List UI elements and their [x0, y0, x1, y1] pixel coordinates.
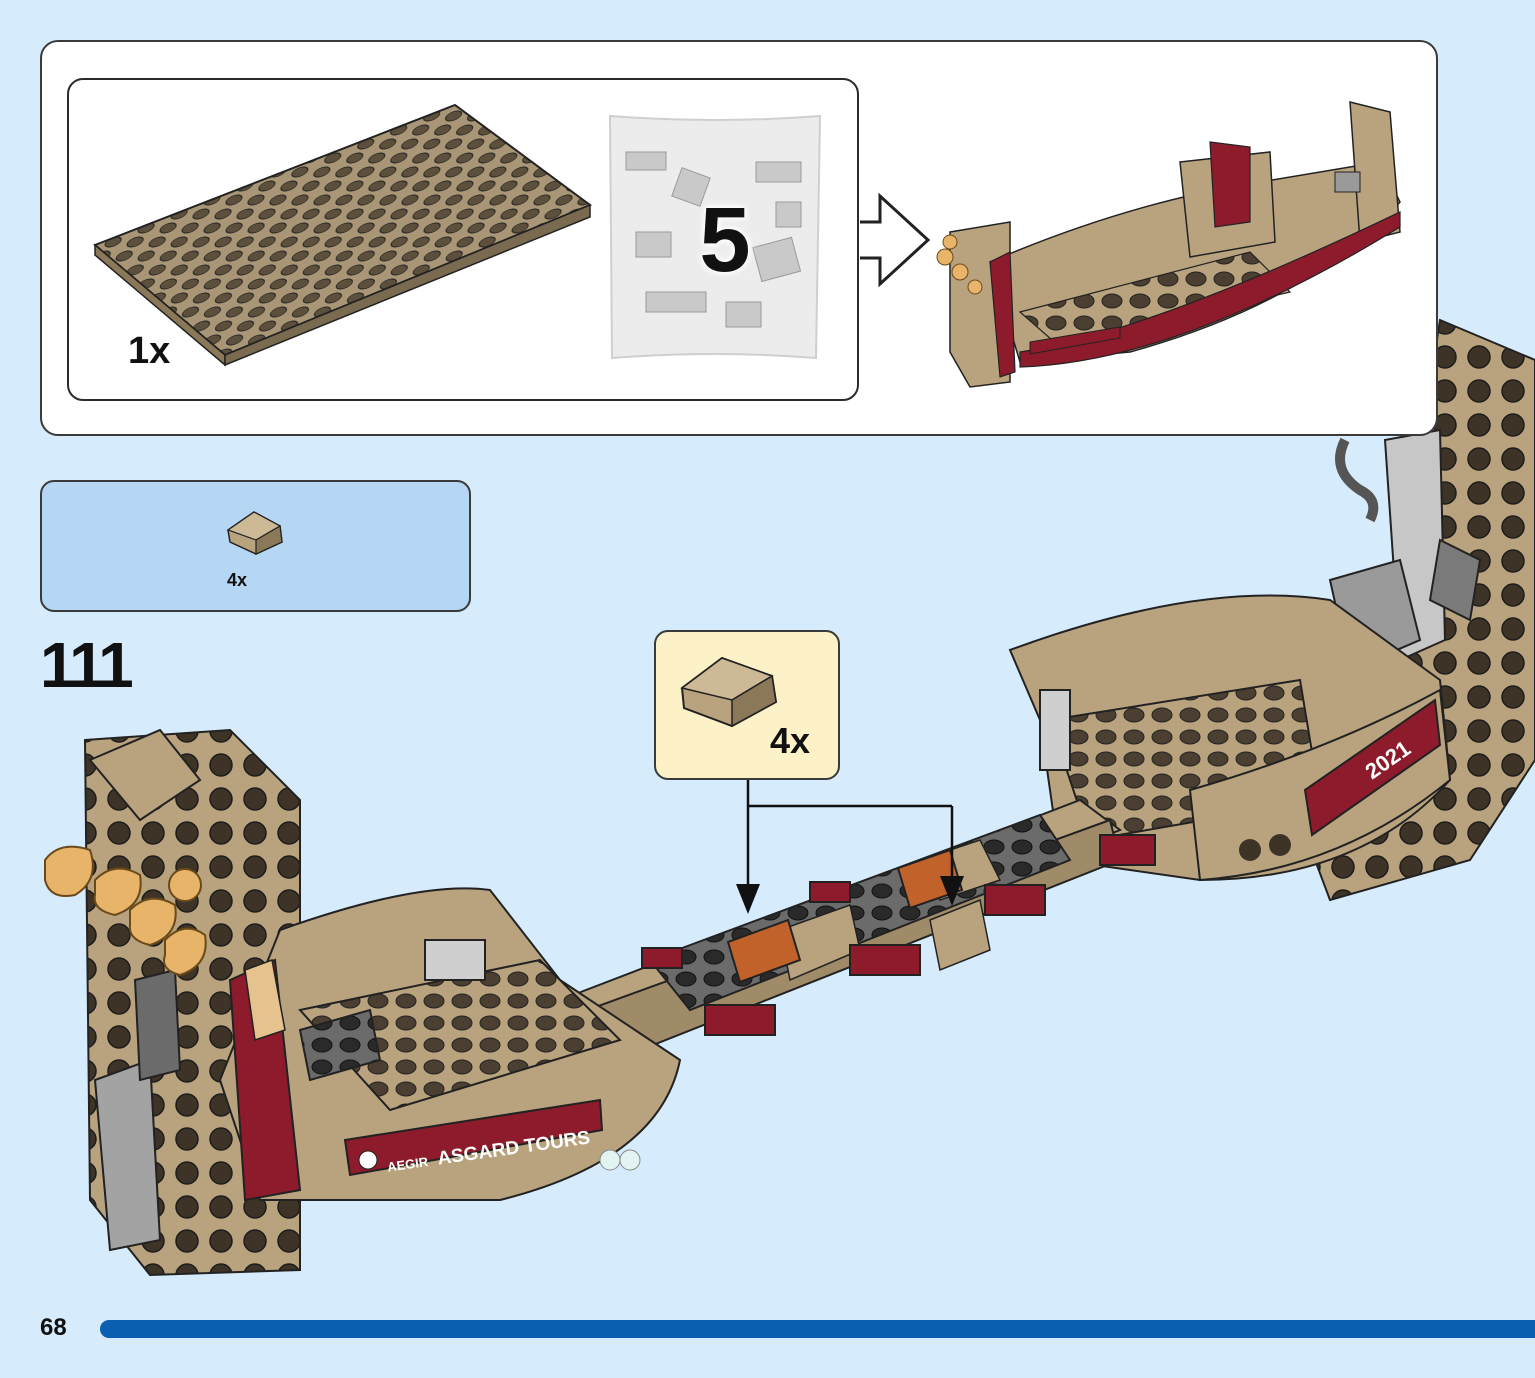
hull-banner-left-prefix: AEGIR	[386, 1154, 429, 1175]
callout-arrow-icon	[860, 192, 931, 288]
placement-arrows-icon	[736, 780, 964, 914]
tan-slope-large-icon	[680, 656, 778, 728]
baseplate-quantity: 1x	[128, 330, 171, 372]
new-part-slope-front	[726, 918, 802, 984]
bag-number: 5	[699, 189, 751, 291]
tan-baseplate-image	[93, 103, 593, 367]
part-placement-quantity: 4x	[770, 720, 811, 761]
ship-stern: 2021	[1008, 318, 1535, 902]
page-number: 68	[40, 1314, 67, 1341]
ship-keel	[558, 798, 1156, 1072]
new-part-slope-rear	[896, 848, 964, 910]
step-number: 111	[40, 629, 134, 701]
ship-model-illustration: 2021	[44, 318, 1535, 1277]
parts-list-quantity: 4x	[227, 570, 248, 590]
parts-bag-image	[608, 114, 822, 360]
submodel-ship-preview	[936, 101, 1401, 388]
progress-bar	[100, 1320, 1535, 1338]
bag-number-badge: 5	[675, 190, 775, 290]
ship-bow: AEGIR ASGARD TOURS	[44, 728, 682, 1277]
tan-slope-part-icon	[226, 511, 283, 555]
